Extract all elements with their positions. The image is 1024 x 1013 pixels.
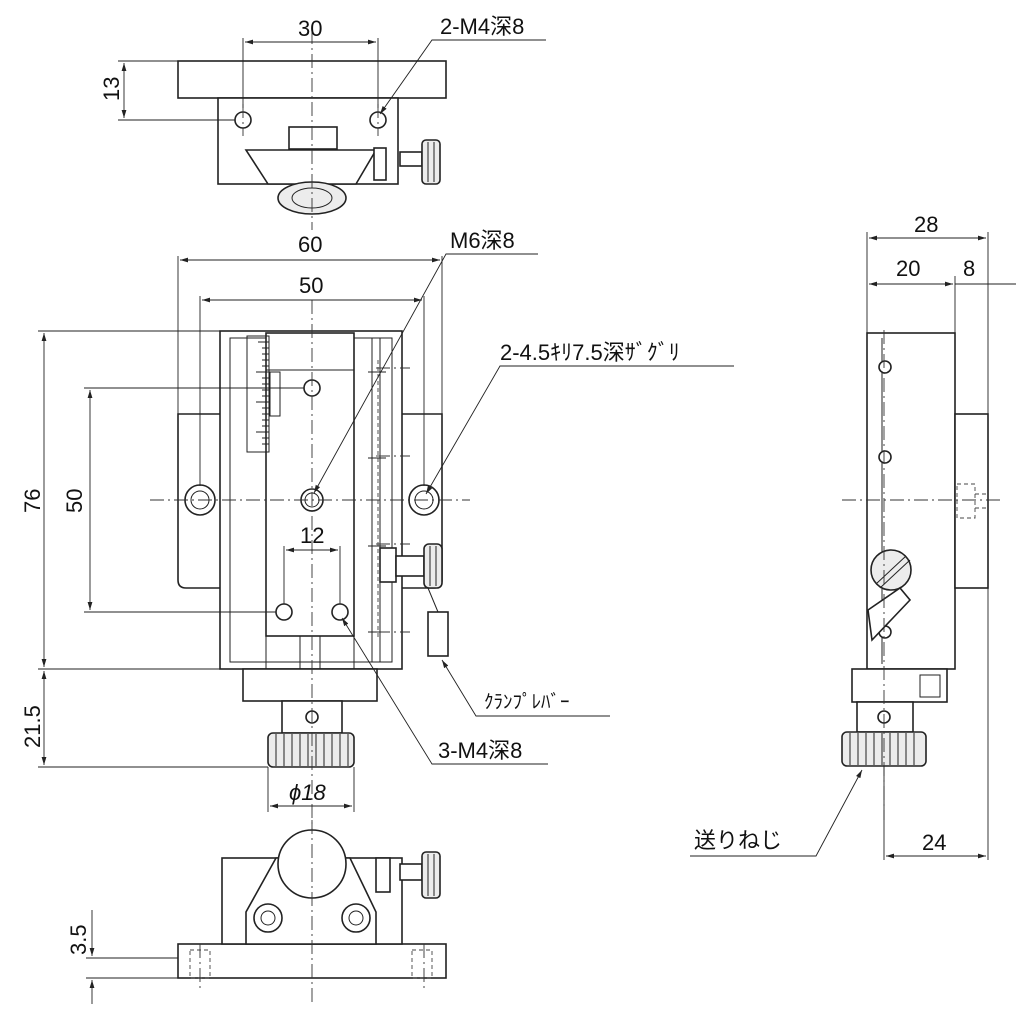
side-knob-knurl (849, 733, 915, 765)
bottom-screw-left (253, 903, 283, 933)
top-view: 30 13 2-M4深8 (99, 14, 546, 230)
dim-overall-length: 76 (20, 489, 45, 513)
bottom-view: 3.5 (66, 820, 447, 1005)
dim-side-total: 28 (914, 212, 938, 237)
dim-top-width: 30 (298, 16, 322, 41)
dim-knob-diameter: ϕ18 (289, 780, 326, 805)
dim-side-body: 20 (896, 256, 920, 281)
dim-tap-pitch: 12 (300, 523, 324, 548)
front-view: 60 50 76 50 12 21.5 ϕ18 M6深8 2-4.5ｷﾘ7 (20, 228, 734, 840)
clamp-lever-handle (427, 611, 449, 657)
scale (246, 335, 270, 453)
bottom-screw-right (341, 903, 371, 933)
dim-top-height: 13 (99, 77, 124, 101)
dim-knob-offset: 21.5 (20, 705, 45, 748)
clamp-lever-top (421, 139, 441, 185)
dim-side-plate: 8 (963, 256, 975, 281)
callout-counterbore: 2-4.5ｷﾘ7.5深ｻﾞｸﾞﾘ (500, 340, 680, 365)
clamp-lever-bottom (421, 851, 441, 899)
dim-hole-pitch: 50 (62, 489, 87, 513)
dim-side-knob: 24 (922, 830, 946, 855)
callout-taps: 3-M4深8 (438, 738, 522, 763)
clamp-lever (423, 543, 443, 589)
callout-clamp-lever: ｸﾗﾝﾌﾟﾚﾊﾞｰ (484, 691, 570, 713)
callout-feed-screw: 送りねじ (694, 828, 782, 853)
dim-base-thickness: 3.5 (66, 924, 91, 955)
scale-ticks (256, 341, 269, 445)
tap-hole-left (275, 603, 293, 621)
callout-top-taps: 2-M4深8 (440, 14, 524, 39)
tap-hole-right (331, 603, 349, 621)
callout-center-tap: M6深8 (450, 228, 515, 253)
side-view: 28 20 8 24 送りねじ (690, 212, 1016, 860)
knob-knurl (275, 734, 349, 766)
feed-knob (267, 732, 355, 768)
dim-table-width: 50 (299, 273, 323, 298)
dim-overall-width: 60 (298, 232, 322, 257)
